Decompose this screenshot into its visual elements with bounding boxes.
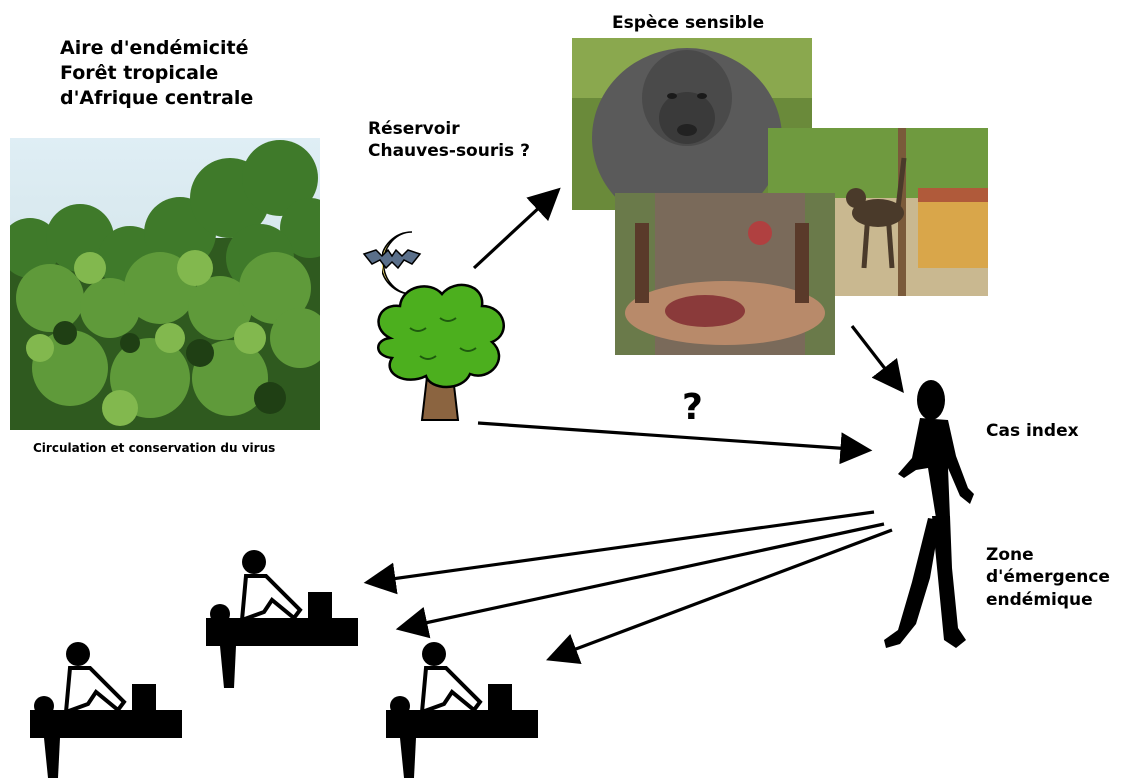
runner-silhouette-icon [884,380,974,648]
bat-icon [362,248,422,270]
reservoir-line1: Réservoir [368,119,460,139]
gorilla-photo [572,38,812,210]
susceptible-species-label: Espèce sensible [612,13,765,33]
arrow-index-to-patient-3 [546,528,893,664]
patient-care-icon [386,642,538,778]
patient-care-icon [206,550,358,688]
endemic-area-line3: d'Afrique centrale [60,87,254,110]
arrow-tree-to-species [472,187,561,270]
tree-icon [377,283,505,421]
emergence-zone-line1: Zone [986,545,1034,565]
arrow-index-to-patient-1 [363,510,875,595]
emergence-zone-label: Zone d'émergence endémique [986,544,1110,611]
endemic-area-label: Aire d'endémicité Forêt tropicale d'Afri… [60,36,253,111]
endemic-area-line2: Forêt tropicale [60,62,219,85]
emergence-zone-line2: d'émergence [986,567,1110,588]
reservoir-label: Réservoir Chauves-souris ? [368,118,530,163]
emergence-zone-line3: endémique [986,589,1093,610]
arrow-species-to-index-case [850,325,904,394]
forest-caption: Circulation et conservation du virus [33,441,276,455]
reservoir-line2: Chauves-souris ? [368,141,530,162]
arrow-index-to-patient-2 [395,522,885,639]
question-mark: ? [682,387,703,428]
arrow-tree-to-index-case [477,421,873,465]
forest-photo [10,138,320,430]
endemic-area-line1: Aire d'endémicité [60,37,249,59]
patient-care-icon [30,642,182,778]
index-case-label: Cas index [986,421,1079,441]
duiker-photo [615,193,835,355]
